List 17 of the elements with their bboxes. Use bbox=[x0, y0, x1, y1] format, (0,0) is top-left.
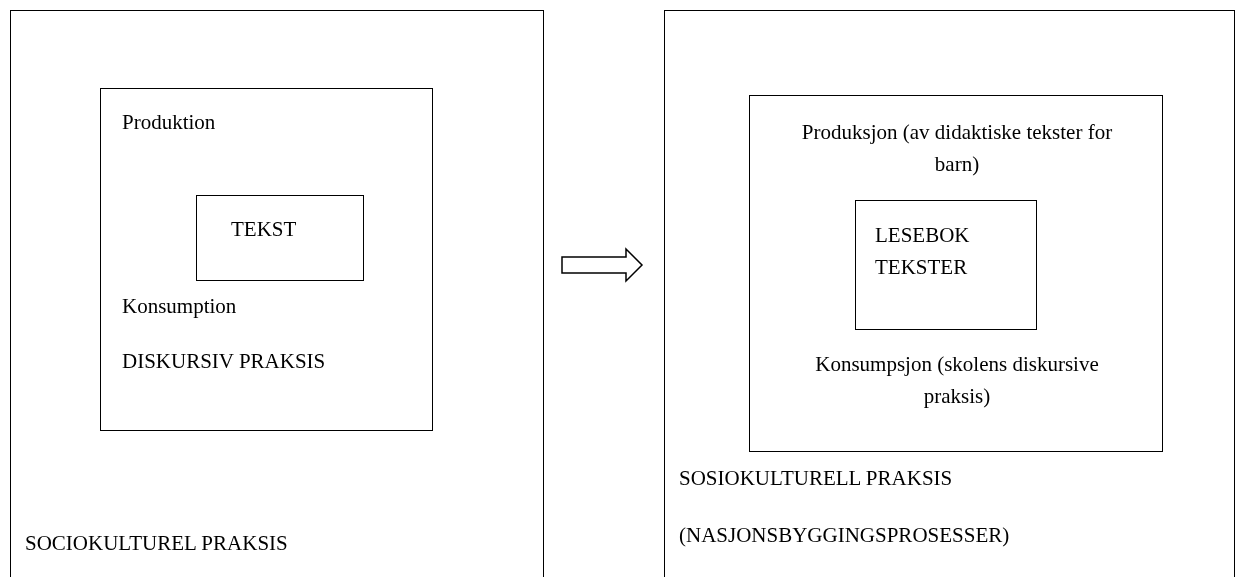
frame-label: DISKURSIV PRAKSIS bbox=[122, 348, 327, 375]
frame-box bbox=[855, 200, 1037, 330]
frame-box bbox=[196, 195, 364, 281]
frame-label: SOCIOKULTUREL PRAKSIS bbox=[25, 530, 289, 557]
frame-label: (NASJONSBYGGINGSPROSESSER) bbox=[679, 522, 1011, 549]
frame-label: SOSIOKULTURELL PRAKSIS bbox=[679, 465, 954, 492]
open-frame bbox=[10, 10, 544, 577]
frame-box bbox=[749, 95, 1163, 452]
open-frame bbox=[664, 10, 1235, 577]
frame-label: LESEBOK TEKSTER bbox=[875, 222, 971, 281]
frame-box bbox=[100, 88, 433, 431]
frame-label: TEKST bbox=[231, 216, 298, 243]
frame-label: Konsumpsjon (skolens diskursive praksis) bbox=[814, 351, 1100, 410]
frame-label: Produksjon (av didaktiske tekster for barn) bbox=[800, 119, 1114, 178]
block-arrow bbox=[561, 247, 644, 283]
frame-label: Konsumption bbox=[122, 293, 238, 320]
frame-label: Produktion bbox=[122, 109, 217, 136]
